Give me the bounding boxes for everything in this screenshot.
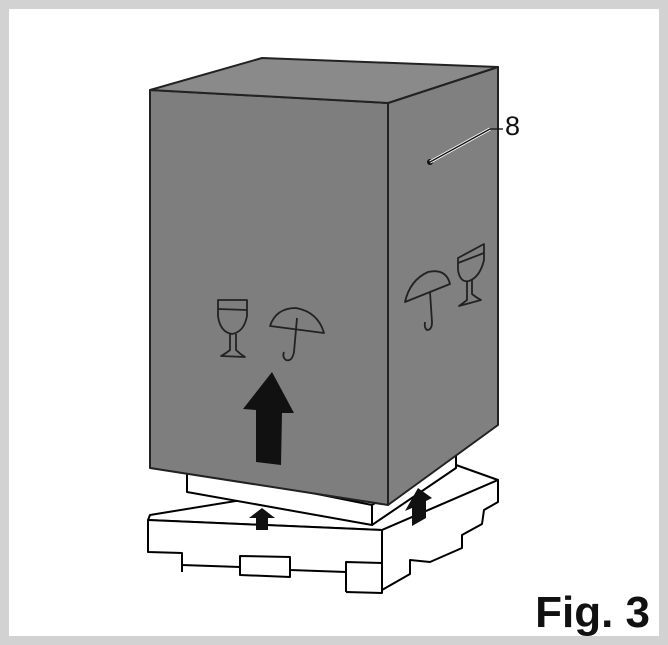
- keep-dry-umbrella-icon: [269, 307, 325, 362]
- cardboard-cover: [149, 57, 499, 506]
- callout-number-8: 8: [505, 111, 521, 141]
- this-side-up-arrow-icon: [243, 372, 294, 465]
- base-this-side-up-arrow-icon: [249, 508, 275, 530]
- side-fragile-glass-icon: [457, 243, 485, 307]
- figure-label: Fig. 3: [535, 588, 650, 637]
- fragile-glass-icon: [217, 299, 248, 358]
- side-keep-dry-umbrella-icon: [404, 270, 451, 331]
- callout-leader-8: [427, 127, 503, 165]
- side-this-side-up-arrow-icon: [405, 488, 432, 526]
- cover-top-face: [149, 57, 499, 104]
